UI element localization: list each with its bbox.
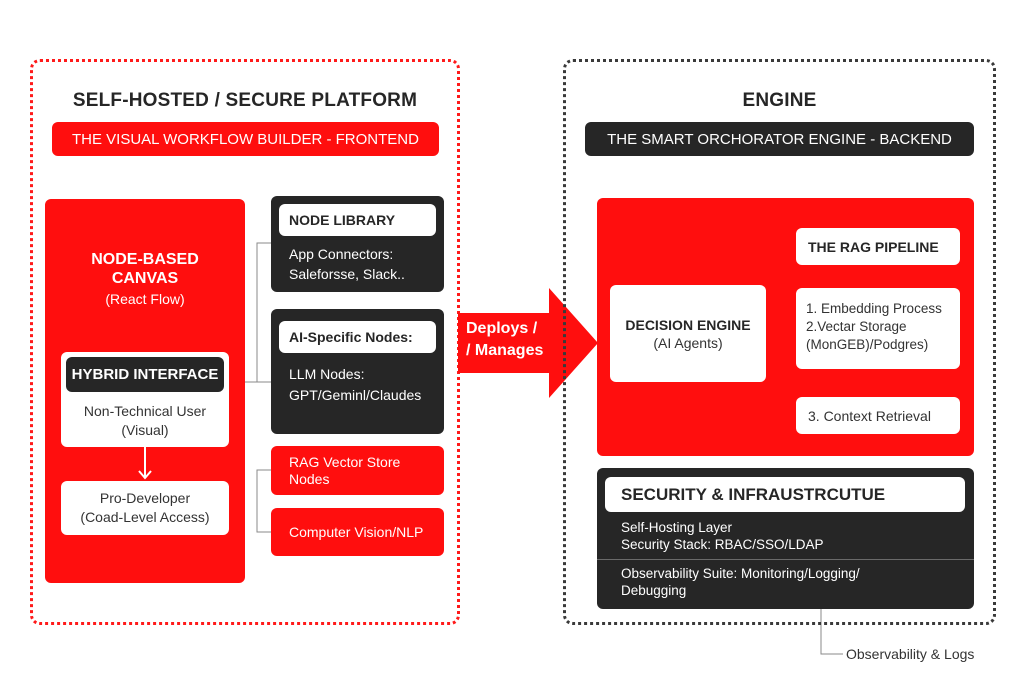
- security-stack-label: Security Stack: RBAC/SSO/LDAP: [621, 537, 824, 552]
- connector-library-bracket: [245, 242, 271, 383]
- pro-developer-label: Pro-Developer: [99, 490, 191, 506]
- frontend-subtitle-bar: THE VISUAL WORKFLOW BUILDER - FRONTEND: [52, 122, 439, 156]
- left-panel-title: SELF-HOSTED / SECURE PLATFORM: [72, 90, 418, 111]
- vector-storage-step: 2.Vectar Storage: [806, 319, 907, 334]
- vector-storage-db: (MonGEB)/Podgres): [806, 337, 929, 352]
- engine-panel: [563, 59, 996, 625]
- non-technical-user-label: Non-Technical User: [83, 403, 207, 419]
- pro-developer-box: Pro-Developer (Coad-Level Access): [61, 481, 229, 535]
- security-divider: [597, 559, 974, 560]
- rag-vector-store-box: RAG Vector Store Nodes: [271, 446, 444, 495]
- ai-specific-nodes-title: AI-Specific Nodes:: [279, 321, 436, 353]
- ai-nodes-text: LLM Nodes: GPT/Geminl/Claudes: [289, 364, 421, 406]
- observability-suite-line2: Debugging: [621, 583, 687, 598]
- decision-engine-title: DECISION ENGINE: [625, 316, 751, 333]
- code-level-access-label: (Coad-Level Access): [80, 509, 210, 525]
- hybrid-interface-text: Non-Technical User (Visual): [61, 402, 229, 440]
- llm-nodes-label: LLM Nodes:: [289, 366, 365, 382]
- computer-vision-box: Computer Vision/NLP: [271, 508, 444, 556]
- rag-vector-store-line2: Nodes: [289, 471, 330, 487]
- security-layer-text: Self-Hosting Layer Security Stack: RBAC/…: [621, 519, 824, 553]
- rag-vector-store-line1: RAG Vector Store: [289, 454, 401, 470]
- canvas-subtitle: (React Flow): [105, 291, 185, 307]
- embedding-step: 1. Embedding Process: [806, 301, 942, 316]
- app-connectors-list: Saleforsse, Slack..: [289, 266, 405, 282]
- node-library-text: App Connectors: Saleforsse, Slack..: [289, 244, 405, 284]
- right-panel-title: ENGINE: [742, 90, 817, 111]
- backend-subtitle-bar: THE SMART ORCHORATOR ENGINE - BACKEND: [585, 122, 974, 156]
- security-infrastructure-title: SECURITY & INFRAUSTRCUTUE: [605, 477, 965, 512]
- deploys-label: Deploys /: [466, 320, 538, 337]
- context-retrieval-box: 3. Context Retrieval: [796, 397, 960, 434]
- observability-suite-line1: Observability Suite: Monitoring/Logging/: [621, 566, 860, 581]
- decision-engine-box: DECISION ENGINE (AI Agents): [610, 285, 766, 382]
- canvas-title-line2: CANVAS: [111, 270, 179, 287]
- manages-label: / Manages: [466, 342, 544, 359]
- rag-pipeline-steps-box: 1. Embedding Process 2.Vectar Storage (M…: [796, 288, 960, 369]
- llm-nodes-list: GPT/Geminl/Claudes: [289, 387, 422, 403]
- app-connectors-label: App Connectors:: [289, 246, 394, 262]
- canvas-title: NODE-BASED CANVAS: [45, 250, 245, 288]
- visual-label: (Visual): [121, 422, 169, 438]
- self-hosting-layer-label: Self-Hosting Layer: [621, 520, 733, 535]
- node-library-title: NODE LIBRARY: [279, 204, 436, 236]
- rag-pipeline-title-box: THE RAG PIPELINE: [796, 228, 960, 265]
- decision-engine-subtitle: (AI Agents): [653, 334, 723, 351]
- observability-logs-label: Observability & Logs: [846, 646, 975, 662]
- observability-suite-text: Observability Suite: Monitoring/Logging/…: [621, 565, 860, 599]
- connector-rag-bracket: [256, 469, 271, 533]
- deploy-manage-label: Deploys / / Manages: [466, 318, 543, 362]
- hybrid-interface-title: HYBRID INTERFACE: [66, 357, 224, 392]
- canvas-title-line1: NODE-BASED: [91, 251, 199, 268]
